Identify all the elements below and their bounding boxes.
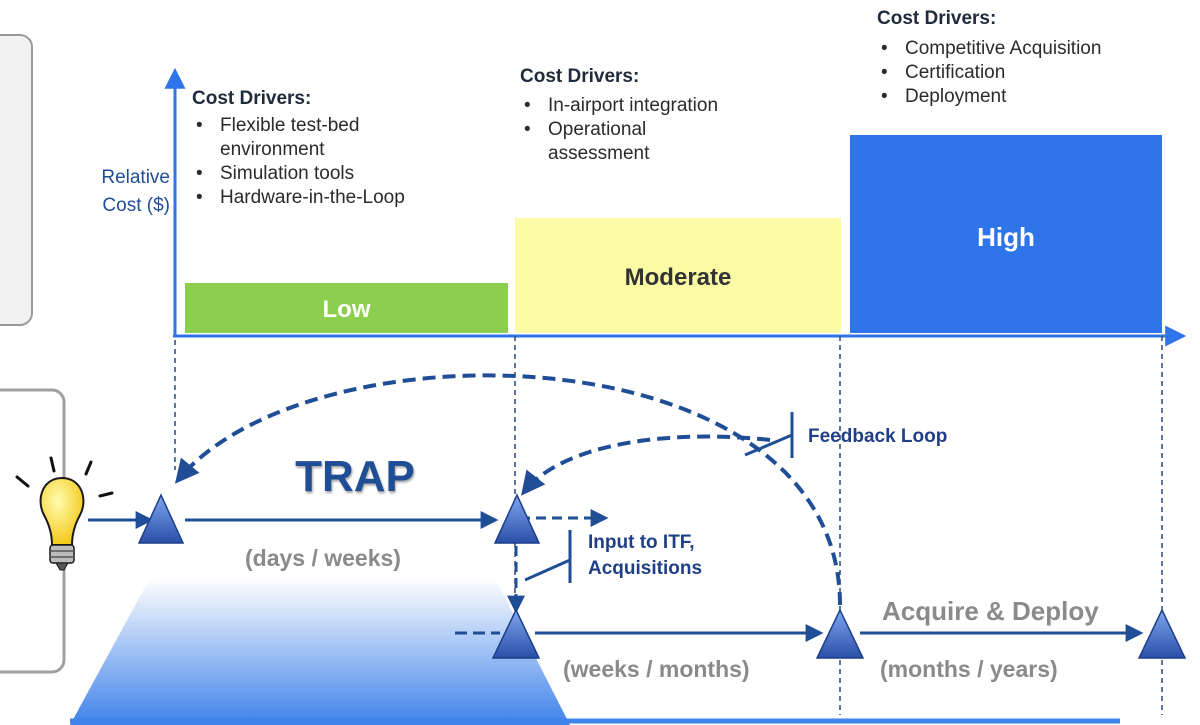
feedback-arc-small bbox=[521, 434, 771, 496]
low-driver-item: Hardware-in-the-Loop bbox=[192, 186, 430, 210]
high-cost-bar bbox=[850, 135, 1162, 333]
feedback-arc-large bbox=[174, 373, 842, 606]
lightbulb-icon bbox=[15, 456, 114, 571]
high-cost-drivers-heading: Cost Drivers: bbox=[877, 8, 997, 29]
milestone-trap-start bbox=[137, 493, 185, 544]
itf-title: ITF bbox=[663, 602, 697, 627]
feedback-loop-label: Feedback Loop bbox=[808, 426, 948, 447]
milestone-itf-end bbox=[815, 608, 865, 659]
moderate-cost-bar bbox=[515, 218, 841, 333]
high-driver-item: Certification bbox=[877, 61, 1197, 85]
trap-mountain-shape bbox=[70, 578, 570, 725]
high-cost-drivers-list: Competitive Acquisition Certification De… bbox=[877, 37, 1197, 109]
high-cost-label: High bbox=[977, 222, 1035, 252]
acquisitions-label: Acquisitions bbox=[588, 558, 703, 579]
moderate-cost-drivers-list: In-airport integration Operational asses… bbox=[520, 94, 820, 166]
y-axis-label: Relative Cost ($) bbox=[101, 167, 170, 216]
acquire-deploy-duration: (months / years) bbox=[880, 656, 1058, 682]
low-driver-item: Flexible test-bed environment bbox=[192, 114, 420, 162]
milestone-itf-start bbox=[491, 608, 541, 659]
low-cost-bar bbox=[185, 283, 508, 333]
high-driver-item: Deployment bbox=[877, 85, 1197, 109]
low-cost-drivers-list: Flexible test-bed environment Simulation… bbox=[192, 114, 452, 210]
low-driver-item: Simulation tools bbox=[192, 162, 452, 186]
trap-title: TRAP bbox=[295, 452, 415, 501]
moderate-driver-item: Operational assessment bbox=[520, 118, 708, 166]
feedback-callout-leader bbox=[744, 433, 793, 457]
left-panel-top bbox=[0, 34, 33, 326]
low-cost-drivers-heading: Cost Drivers: bbox=[192, 88, 312, 109]
trap-duration: (days / weeks) bbox=[245, 545, 401, 571]
moderate-driver-item: In-airport integration bbox=[520, 94, 820, 118]
high-driver-item: Competitive Acquisition bbox=[877, 37, 1197, 61]
low-cost-label: Low bbox=[322, 296, 371, 323]
acquire-deploy-title: Acquire & Deploy bbox=[882, 596, 1099, 626]
input-to-itf-label: Input to ITF, bbox=[588, 532, 695, 553]
itf-duration: (weeks / months) bbox=[563, 656, 750, 682]
moderate-cost-label: Moderate bbox=[624, 264, 732, 291]
input-callout-leader bbox=[524, 558, 571, 582]
moderate-cost-drivers-heading: Cost Drivers: bbox=[520, 66, 640, 87]
milestone-trap-end bbox=[493, 493, 541, 544]
milestone-deploy bbox=[1137, 608, 1187, 659]
